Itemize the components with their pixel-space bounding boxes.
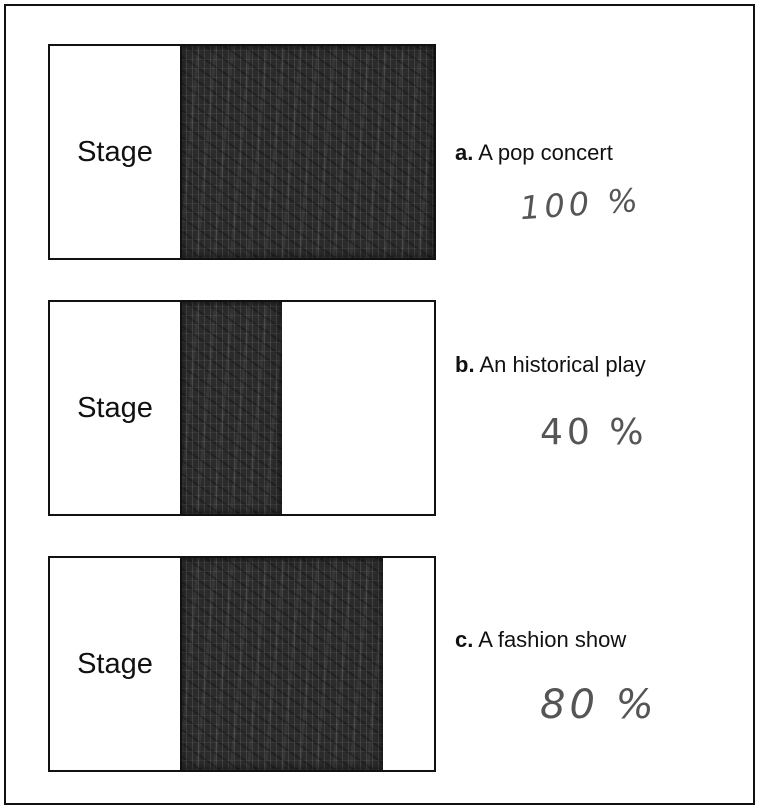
- stage-boundary-line: [180, 558, 182, 770]
- shaded-audience-area: [180, 558, 383, 770]
- option-c-label: c. A fashion show: [455, 627, 626, 653]
- stage-label: Stage: [77, 135, 153, 168]
- option-letter: c.: [455, 627, 474, 652]
- stage-diagram-pop-concert: Stage: [48, 44, 436, 260]
- shaded-audience-area: [180, 46, 434, 258]
- handwritten-percent-b: 40 %: [540, 412, 648, 453]
- option-letter: a.: [455, 140, 474, 165]
- option-b-label: b. An historical play: [455, 352, 646, 378]
- option-text: An historical play: [479, 352, 646, 377]
- stage-diagram-historical-play: Stage: [48, 300, 436, 516]
- stage-label: Stage: [77, 647, 153, 680]
- option-text: A pop concert: [478, 140, 613, 165]
- stage-boundary-line: [180, 302, 182, 514]
- option-letter: b.: [455, 352, 475, 377]
- stage-diagram-fashion-show: Stage: [48, 556, 436, 772]
- option-a-label: a. A pop concert: [455, 140, 613, 166]
- option-text: A fashion show: [478, 627, 627, 652]
- shaded-audience-area: [180, 302, 282, 514]
- stage-boundary-line: [180, 46, 182, 258]
- handwritten-percent-c: 80 %: [540, 682, 658, 728]
- stage-label: Stage: [77, 391, 153, 424]
